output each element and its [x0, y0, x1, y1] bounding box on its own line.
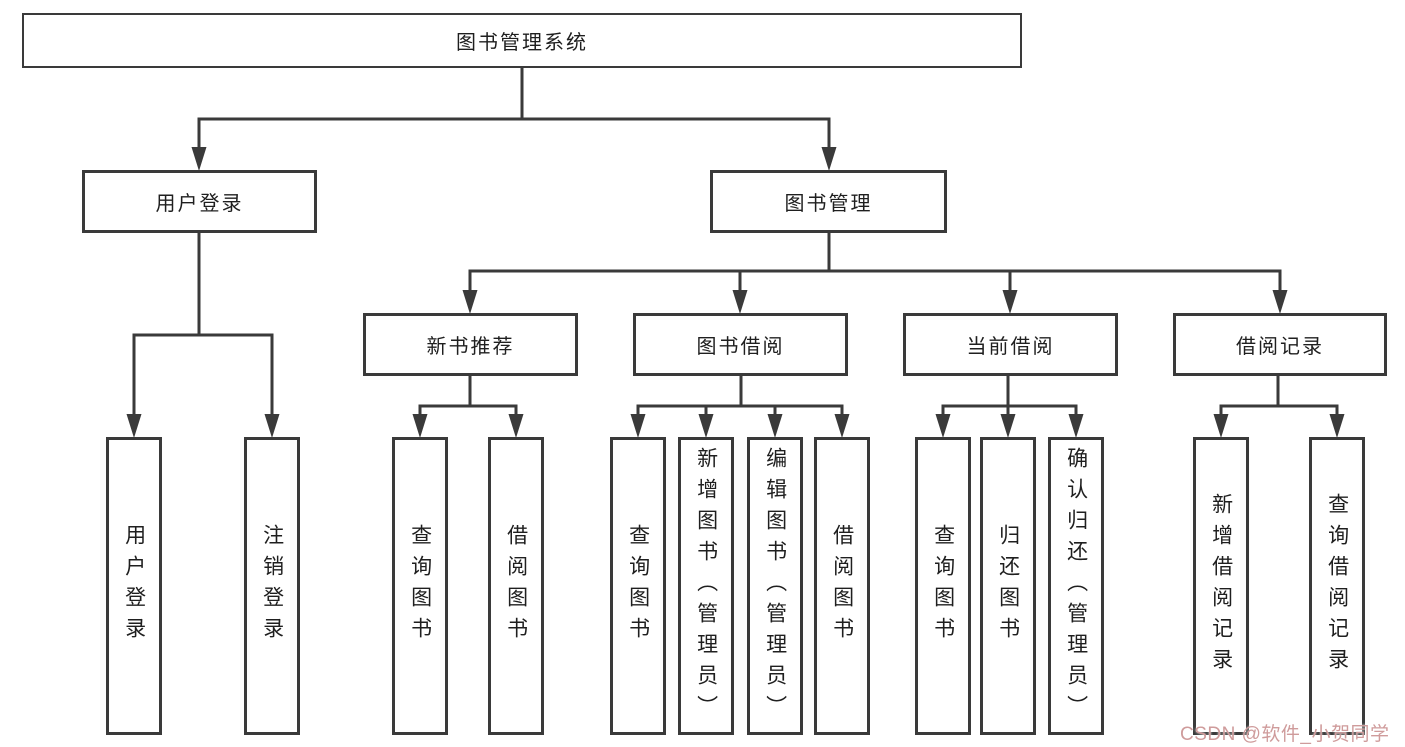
node-leaf-logout: 注销登录 [244, 437, 300, 735]
node-label: 归还图书 [996, 524, 1020, 648]
connector-user-login-to-leaves [126, 231, 280, 438]
node-label: 借阅记录 [1236, 336, 1324, 358]
node-borrowing-records: 借阅记录 [1173, 313, 1387, 376]
connector-root-to-level2 [191, 66, 837, 171]
connector-current-borrowing-to-leaves [935, 374, 1084, 438]
node-leaf-confirm-return-admin: 确认归还（管理员） [1048, 437, 1104, 735]
node-label: 当前借阅 [966, 336, 1055, 358]
node-leaf-user-login: 用户登录 [106, 437, 162, 735]
node-label: 图书管理 [784, 193, 873, 215]
node-new-book-recommend: 新书推荐 [363, 313, 578, 376]
node-current-borrowing: 当前借阅 [903, 313, 1118, 376]
node-leaf-query-book-borrowing: 查询图书 [610, 437, 666, 735]
node-label: 查询借阅记录 [1325, 493, 1349, 679]
node-leaf-query-book-current: 查询图书 [915, 437, 971, 735]
node-label: 借阅图书 [830, 524, 854, 648]
connector-book-borrowing-to-leaves [630, 374, 850, 438]
node-leaf-query-book-recommend: 查询图书 [392, 437, 448, 735]
node-label: 确认归还（管理员） [1064, 446, 1088, 726]
node-leaf-add-book-admin: 新增图书（管理员） [678, 437, 734, 735]
node-label: 图书借阅 [696, 336, 785, 358]
node-leaf-add-borrow-record: 新增借阅记录 [1193, 437, 1249, 735]
node-label: 用户登录 [122, 524, 146, 648]
node-book-management: 图书管理 [710, 170, 947, 233]
node-leaf-query-borrow-record: 查询借阅记录 [1309, 437, 1365, 735]
node-label: 查询图书 [931, 524, 955, 648]
connector-book-management-to-level3 [462, 231, 1288, 314]
node-label: 查询图书 [408, 524, 432, 648]
node-leaf-edit-book-admin: 编辑图书（管理员） [747, 437, 803, 735]
node-label: 新增借阅记录 [1209, 493, 1233, 679]
node-label: 借阅图书 [504, 524, 528, 648]
node-label: 图书管理系统 [456, 32, 588, 54]
watermark: CSDN @软件_小贺同学 [1180, 724, 1390, 745]
connector-new-book-recommend-to-leaves [412, 374, 524, 438]
node-leaf-borrow-book-recommend: 借阅图书 [488, 437, 544, 735]
node-leaf-borrow-book: 借阅图书 [814, 437, 870, 735]
node-label: 用户登录 [155, 193, 244, 215]
node-user-login: 用户登录 [82, 170, 317, 233]
connector-borrowing-records-to-leaves [1213, 374, 1345, 438]
node-leaf-return-book: 归还图书 [980, 437, 1036, 735]
node-book-borrowing: 图书借阅 [633, 313, 848, 376]
node-label: 查询图书 [626, 524, 650, 648]
node-library-management-system: 图书管理系统 [22, 13, 1022, 68]
node-label: 编辑图书（管理员） [763, 446, 787, 726]
node-label: 注销登录 [260, 524, 284, 648]
node-label: 新书推荐 [426, 336, 515, 358]
node-label: 新增图书（管理员） [694, 446, 718, 726]
